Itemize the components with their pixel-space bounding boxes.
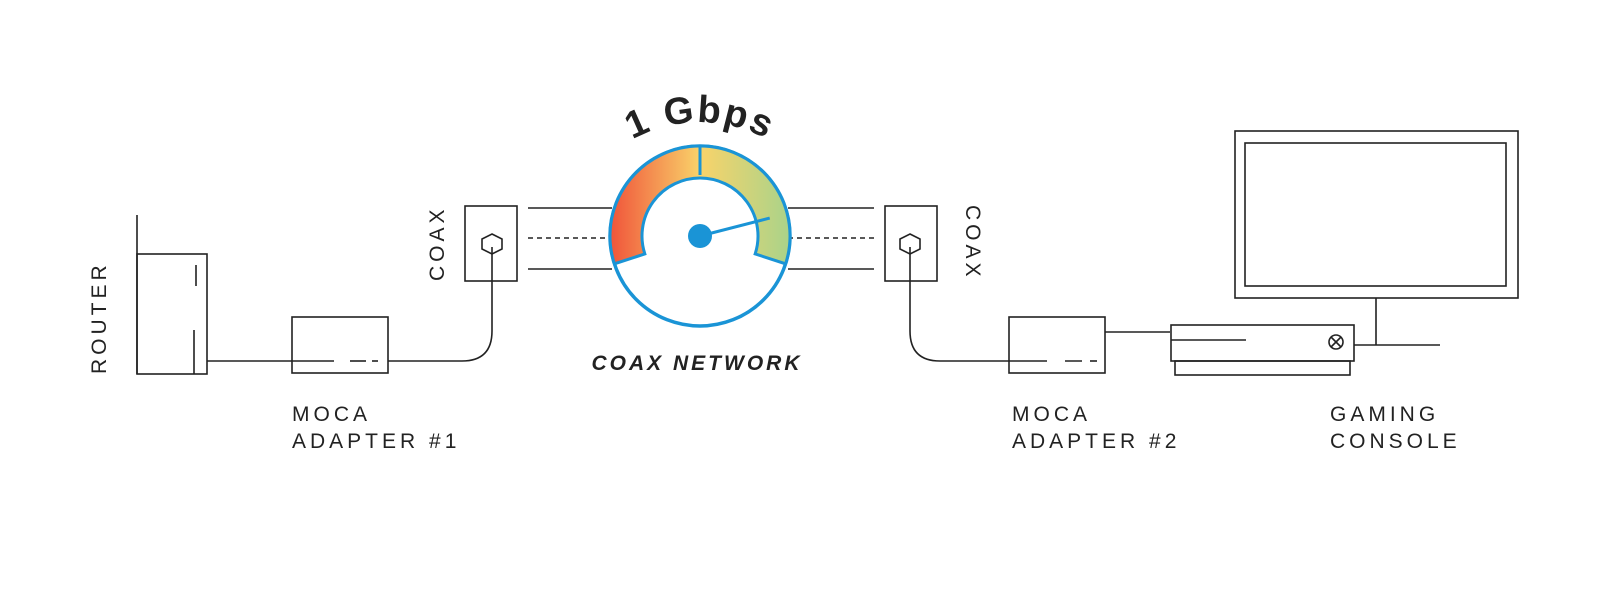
coax-cable-2 [909, 247, 1047, 362]
game-console-icon [1170, 324, 1355, 376]
tv-icon [1234, 130, 1519, 346]
coax-cable-1 [388, 247, 493, 362]
coax-right-label: COAX [961, 205, 984, 281]
adapter2-label-line2: ADAPTER #2 [1012, 430, 1180, 453]
console-label-line1: GAMING [1330, 403, 1439, 426]
speed-gauge [608, 144, 792, 328]
adapter1-label-line1: MOCA [292, 403, 371, 426]
coax-outlet-icon [884, 205, 938, 282]
moca-adapter-icon [1008, 316, 1106, 374]
coax-left-label: COAX [426, 205, 449, 281]
coax-outlet-icon [464, 205, 518, 282]
speed-label: 1 Gbps [619, 89, 782, 148]
adapter1-label-line2: ADAPTER #1 [292, 430, 460, 453]
gauge-color-band [608, 144, 792, 266]
coax-network-pipe-right [788, 207, 874, 270]
console-label-line2: CONSOLE [1330, 430, 1461, 453]
router-icon [136, 215, 208, 375]
adapter2-label-line1: MOCA [1012, 403, 1091, 426]
gauge-hub [688, 224, 712, 248]
router-label: ROUTER [88, 261, 111, 374]
moca-adapter-icon [291, 316, 389, 374]
coax-network-pipe-left [528, 207, 612, 270]
speed-label-text: 1 Gbps [619, 89, 780, 148]
coax-network-label: COAX NETWORK [592, 352, 803, 375]
